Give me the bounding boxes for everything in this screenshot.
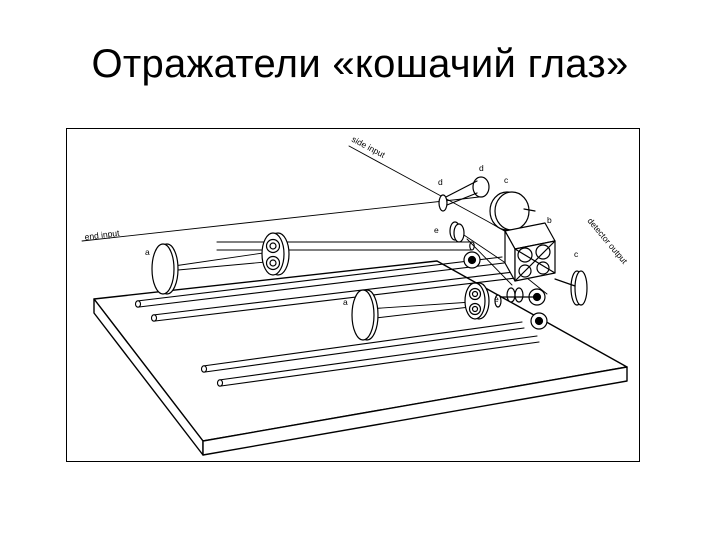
cats-eye-upper [261,232,290,276]
label-a-lower: a [343,297,348,307]
bench-rods [134,241,540,387]
optical-bench-diagram: side input end input detector output a a… [81,134,630,456]
mirror-a-upper [151,243,179,295]
label-c-right: c [574,249,579,259]
mirror-c-right [554,270,588,306]
mirror-a-lower [351,289,379,341]
mirror-d-top [438,176,490,243]
label-d-top-right: d [479,163,484,173]
label-a-upper: a [145,247,150,257]
beam-splitter-cube-b [504,222,556,282]
label-detector-output: detector output [585,216,630,266]
label-e-lower: e [494,294,499,304]
label-e-upper: e [434,225,439,235]
label-end-input: end input [84,228,121,242]
label-c-top: c [504,175,509,185]
label-b: b [547,215,552,225]
diagram-frame: side input end input detector output a a… [66,128,640,462]
optics-e-d-lower [463,251,548,330]
label-e-bottom: e [536,316,541,326]
label-d-top-left: d [438,177,443,187]
mirror-c-top [489,191,536,231]
label-e-mid: e [469,255,474,265]
label-side-input: side input [350,134,387,160]
cats-eye-lower [464,282,490,320]
slide-title: Отражатели «кошачий глаз» [91,42,629,86]
label-d-lower: d [534,292,539,302]
